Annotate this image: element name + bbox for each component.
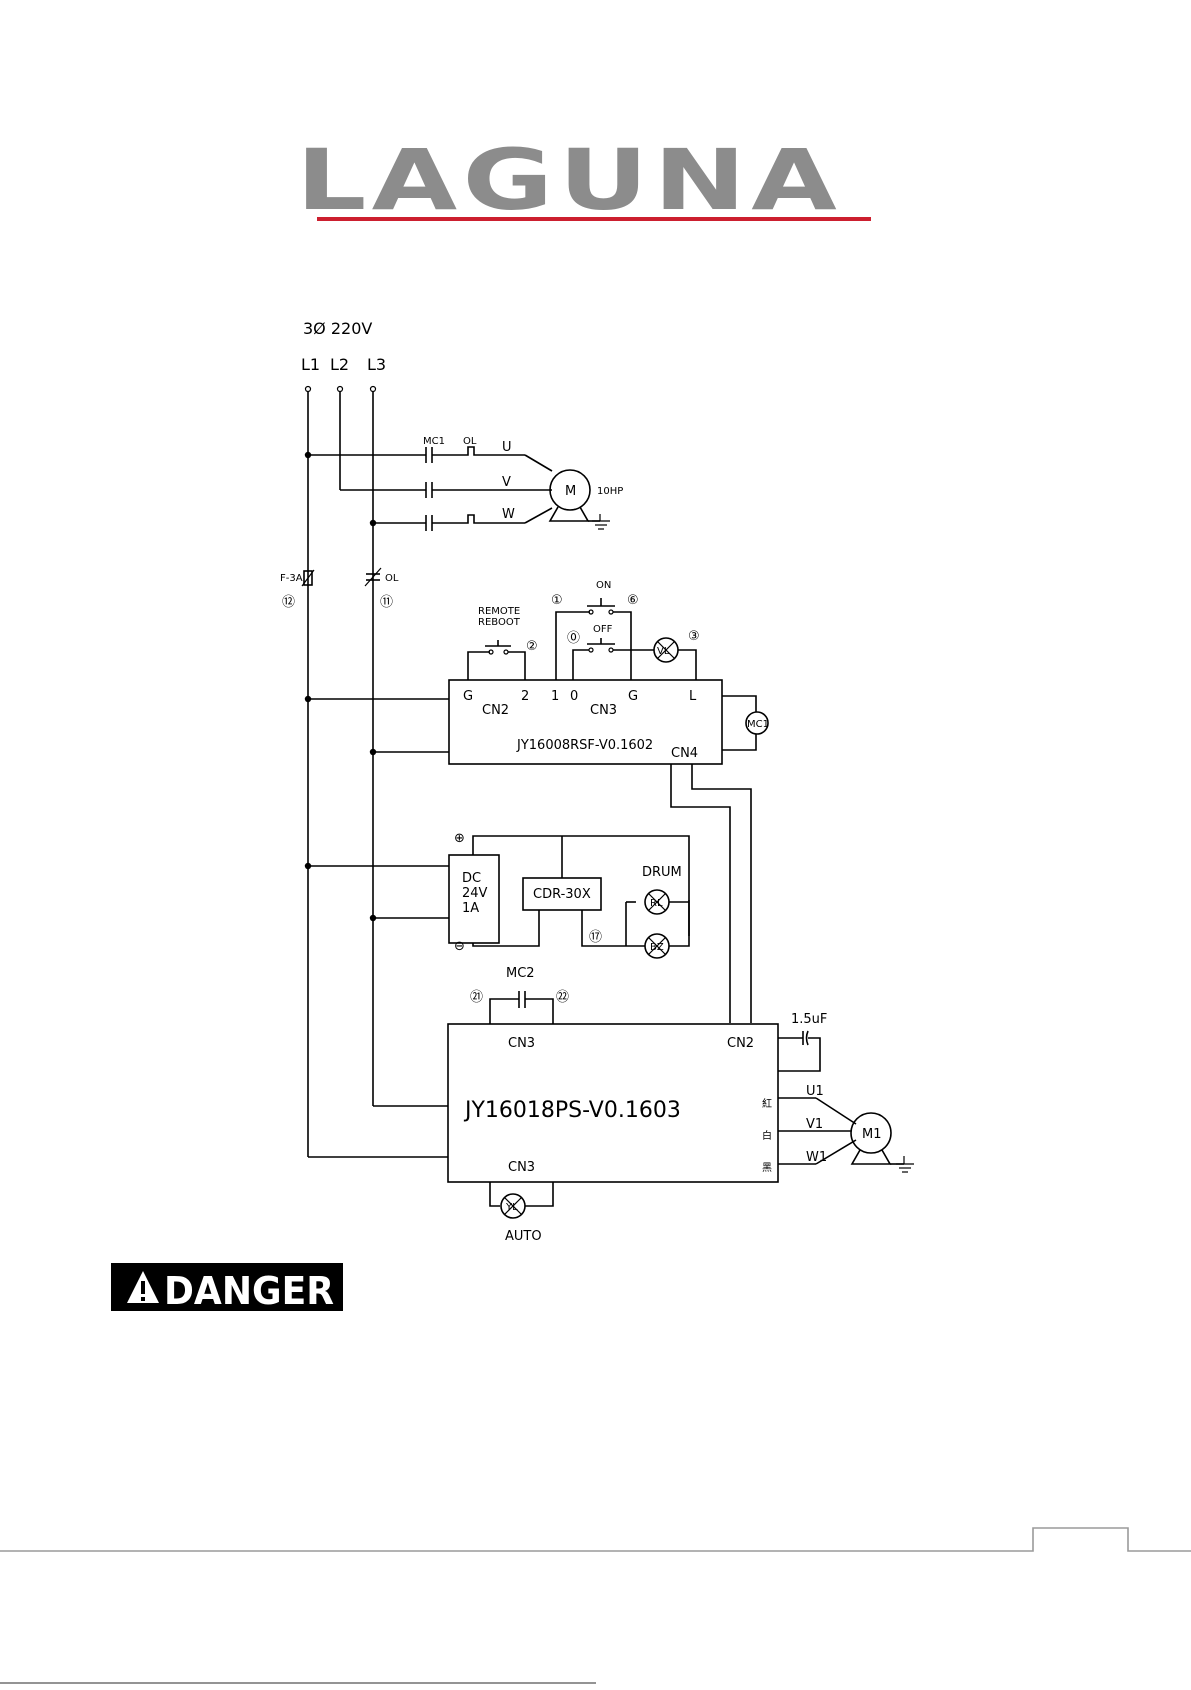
- mc2-label: MC2: [506, 966, 535, 981]
- ol-contact-label: OL: [385, 573, 399, 584]
- danger-text: DANGER: [164, 1269, 334, 1313]
- board1-terminal-0: 0: [570, 689, 578, 704]
- output-marker-white: 白: [762, 1129, 772, 1142]
- phase-w-label: W: [502, 507, 515, 522]
- board1-terminal-g1: G: [463, 689, 473, 704]
- m1-motor-label: M1: [862, 1127, 882, 1142]
- dc-power-supply-circuit: [305, 836, 689, 958]
- mc2-wire-right: ㉒: [556, 990, 569, 1005]
- board2-name: JY16018PS-V0.1603: [463, 1098, 681, 1123]
- phase-u-label: U: [502, 440, 512, 455]
- buzzer-label: BZ: [650, 942, 664, 953]
- wire-number-6: ⑥: [627, 593, 639, 608]
- psu-label-current: 1A: [462, 901, 479, 916]
- auto-label: AUTO: [505, 1229, 542, 1244]
- danger-sign: DANGER: [111, 1263, 343, 1313]
- board1-cn3-label: CN3: [590, 703, 617, 718]
- mc1-coil-label: MC1: [747, 719, 769, 730]
- board2-cn3-top-label: CN3: [508, 1036, 535, 1051]
- capacitor-label: 1.5uF: [791, 1012, 827, 1027]
- ol-label: OL: [463, 436, 477, 447]
- board-jy16008rsf: [305, 680, 768, 1023]
- wire-number-1: ①: [551, 593, 563, 608]
- ol-wire-number: ⑪: [380, 595, 393, 610]
- phase-v-label: V: [502, 475, 511, 490]
- output-marker-black: 黑: [762, 1162, 772, 1174]
- relay-wire-number: ⑰: [589, 930, 602, 945]
- yl-lamp-label: YL: [505, 1202, 518, 1213]
- fuse-label: F-3A: [280, 573, 303, 584]
- wire-number-0: ⓪: [567, 631, 580, 646]
- phase-w1-label: W1: [806, 1150, 827, 1165]
- psu-label-voltage: 24V: [462, 886, 488, 901]
- phase-u1-label: U1: [806, 1084, 824, 1099]
- line-label-l3: L3: [367, 355, 386, 374]
- mc2-wire-left: ㉑: [470, 990, 483, 1005]
- remote-reboot-label-1: REMOTE: [478, 606, 520, 617]
- psu-plus-symbol: ⊕: [454, 831, 465, 846]
- psu-minus-symbol: ⊖: [454, 939, 465, 954]
- laguna-logo: LAGUNA: [296, 131, 871, 229]
- board1-cn4-label: CN4: [671, 746, 698, 761]
- supply-label: 3Ø 220V: [303, 319, 372, 338]
- board1-terminal-g2: G: [628, 689, 638, 704]
- drum-label: DRUM: [642, 865, 682, 880]
- main-motor-power: 10HP: [597, 486, 623, 497]
- footer-rule: [0, 1528, 1191, 1683]
- phase-v1-label: V1: [806, 1117, 823, 1132]
- remote-reboot-label-2: REBOOT: [478, 617, 521, 628]
- on-button-label: ON: [596, 580, 611, 591]
- mc1-contact-label: MC1: [423, 436, 445, 447]
- board1-terminal-1: 1: [551, 689, 559, 704]
- line-label-l2: L2: [330, 355, 349, 374]
- relay-label: CDR-30X: [533, 887, 591, 902]
- main-motor-label: M: [565, 484, 576, 499]
- board2-cn2-label: CN2: [727, 1036, 754, 1051]
- fuse-wire-number: ⑫: [282, 595, 295, 610]
- output-marker-red: 紅: [762, 1098, 772, 1110]
- board2-cn3-bottom-label: CN3: [508, 1160, 535, 1175]
- line-label-l1: L1: [301, 355, 320, 374]
- protection: [302, 568, 381, 586]
- board1-terminal-2: 2: [521, 689, 529, 704]
- remote-wire-number: ②: [526, 639, 538, 654]
- wire-number-3: ③: [688, 629, 700, 644]
- off-button-label: OFF: [593, 624, 613, 635]
- logo-underline: [317, 217, 871, 221]
- board1-cn2-label: CN2: [482, 703, 509, 718]
- rl-lamp-label: RL: [650, 898, 663, 909]
- logo-text: LAGUNA: [296, 131, 842, 229]
- board1-name: JY16008RSF-V0.1602: [516, 738, 653, 753]
- supply-rails: [306, 387, 376, 1158]
- board1-terminal-l: L: [689, 689, 697, 704]
- psu-label-dc: DC: [462, 871, 481, 886]
- vl-lamp-label: VL: [657, 646, 670, 657]
